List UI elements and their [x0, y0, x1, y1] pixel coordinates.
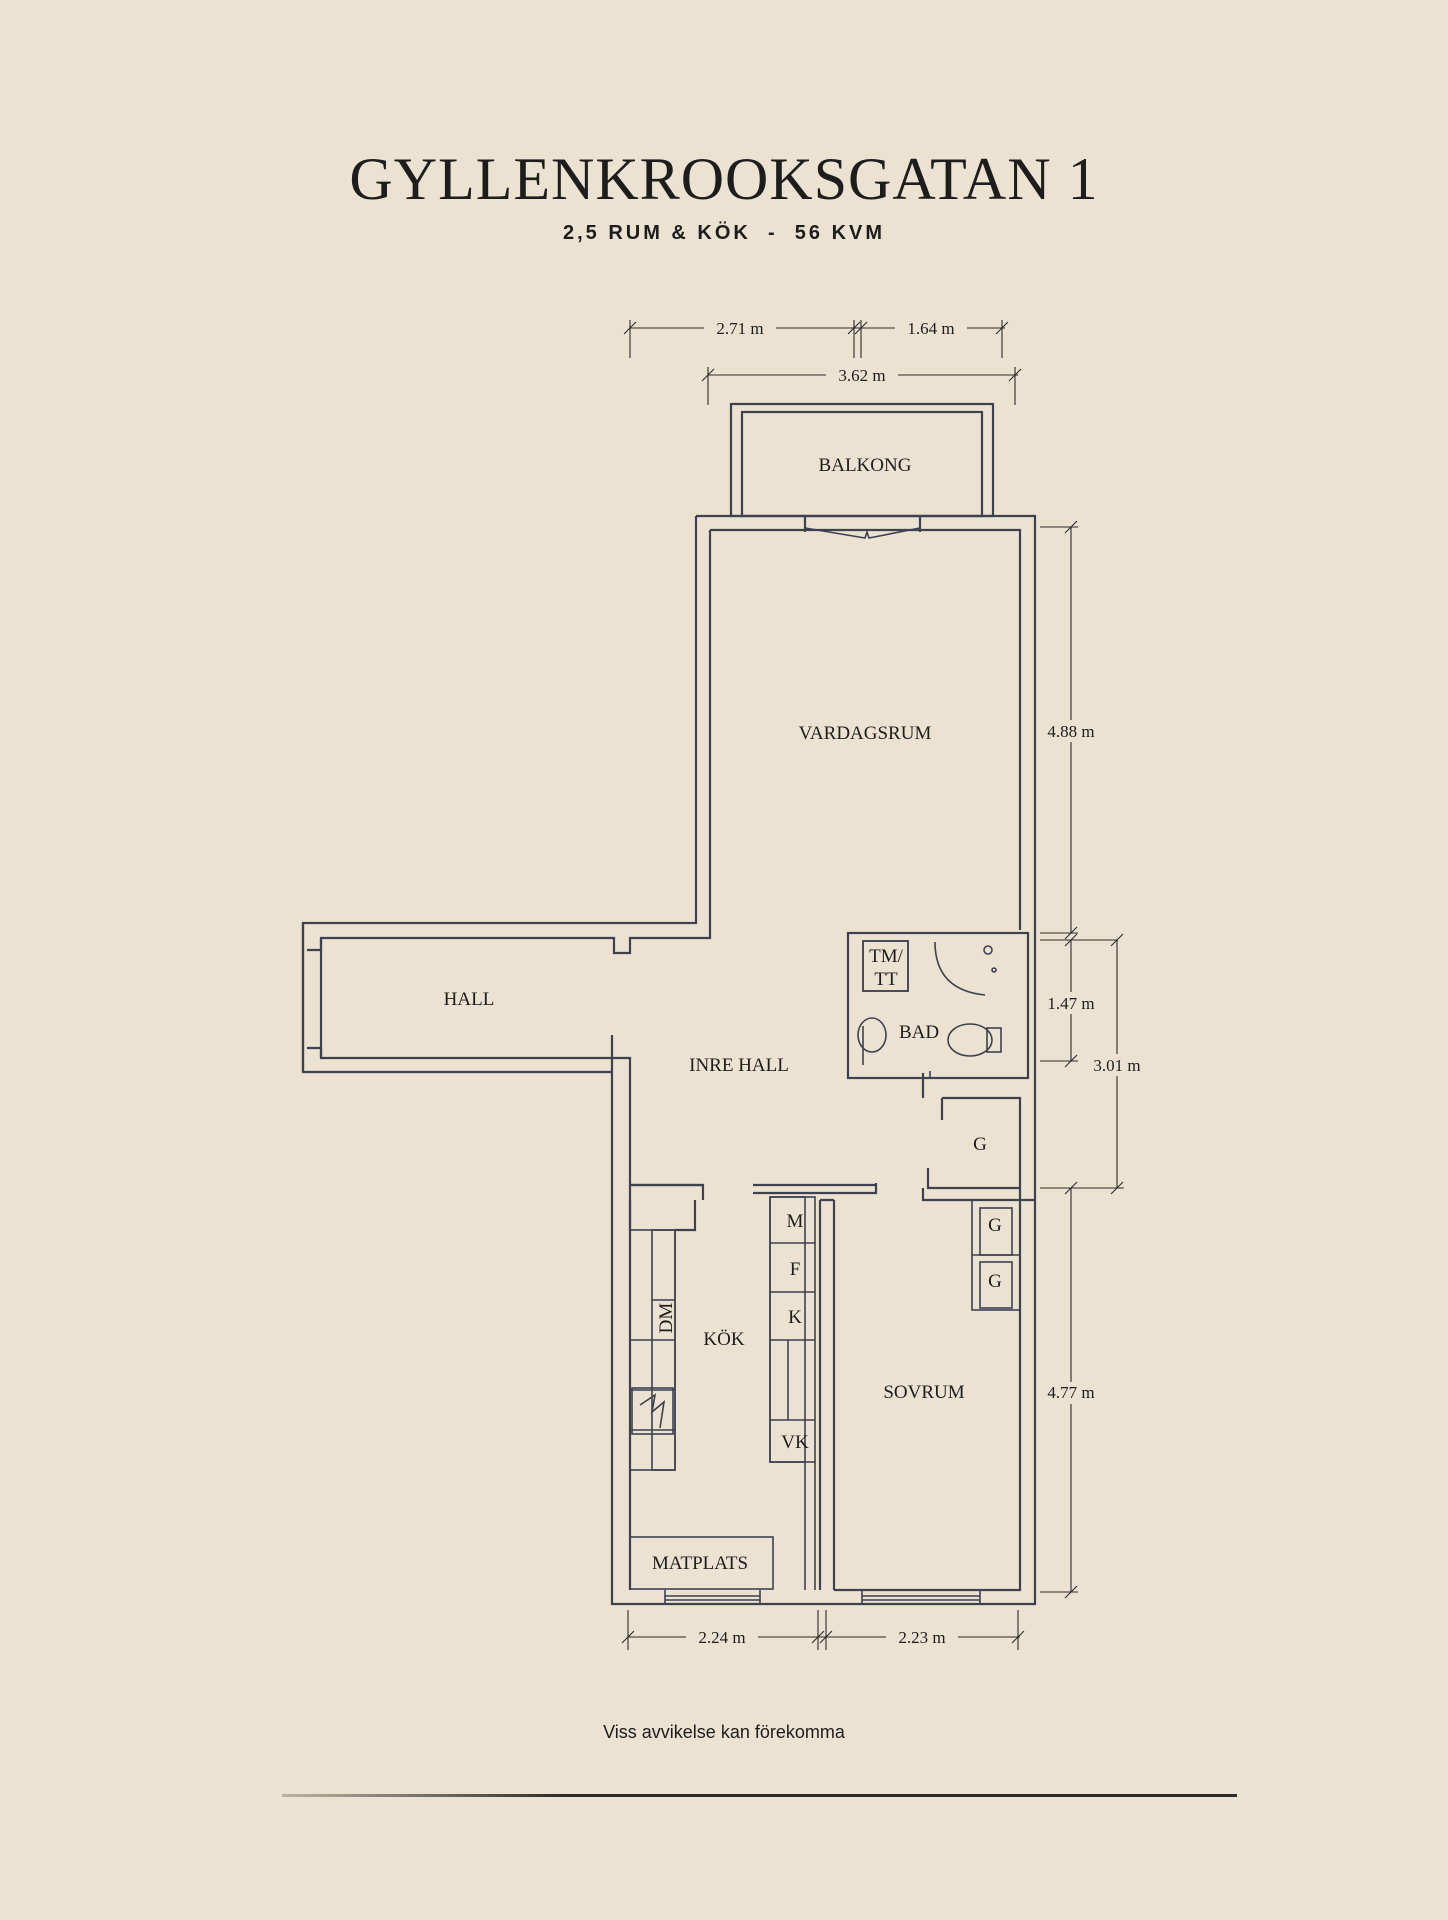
- room-label-vardagsrum: VARDAGSRUM: [799, 723, 932, 744]
- dim-top-left: 2.71 m: [716, 319, 763, 338]
- dim-living-depth: 4.88 m: [1047, 722, 1094, 741]
- dim-balcony-width: 3.62 m: [838, 366, 885, 385]
- room-label-g-closet: G: [973, 1134, 987, 1155]
- room-label-sovrum: SOVRUM: [883, 1382, 964, 1403]
- room-label-tm: TM/: [869, 946, 904, 967]
- room-label-hall: HALL: [444, 989, 495, 1010]
- dim-bedroom-width: 2.23 m: [898, 1628, 945, 1647]
- room-label-matplats: MATPLATS: [652, 1553, 748, 1574]
- room-label-kok: KÖK: [703, 1329, 744, 1350]
- page-subtitle: 2,5 RUM & KÖK - 56 KVM: [562, 222, 886, 244]
- walls: [301, 402, 1037, 1606]
- room-label-m: M: [787, 1211, 804, 1232]
- room-label-tt: TT: [874, 969, 898, 990]
- room-label-inre-hall: INRE HALL: [689, 1055, 789, 1076]
- page-title: GYLLENKROOKSGATAN 1: [349, 146, 1099, 212]
- disclaimer-text: Viss avvikelse kan förekomma: [603, 1722, 845, 1742]
- dim-bath-closet-depth: 3.01 m: [1093, 1056, 1140, 1075]
- room-label-g-bedroom-1: G: [988, 1215, 1002, 1236]
- dim-bath-depth: 1.47 m: [1047, 994, 1094, 1013]
- room-label-k: K: [788, 1307, 802, 1328]
- room-label-vk: VK: [781, 1432, 809, 1453]
- dimension-lines: [621, 320, 1124, 1650]
- room-label-bad: BAD: [899, 1022, 939, 1043]
- room-label-balkong: BALKONG: [819, 455, 912, 476]
- dim-top-right: 1.64 m: [907, 319, 954, 338]
- dim-kitchen-width: 2.24 m: [698, 1628, 745, 1647]
- dim-bedroom-depth: 4.77 m: [1047, 1383, 1094, 1402]
- room-label-f: F: [790, 1259, 801, 1280]
- room-label-dm: DM: [656, 1303, 677, 1334]
- footer-divider: [282, 1794, 1237, 1797]
- room-label-g-bedroom-2: G: [988, 1271, 1002, 1292]
